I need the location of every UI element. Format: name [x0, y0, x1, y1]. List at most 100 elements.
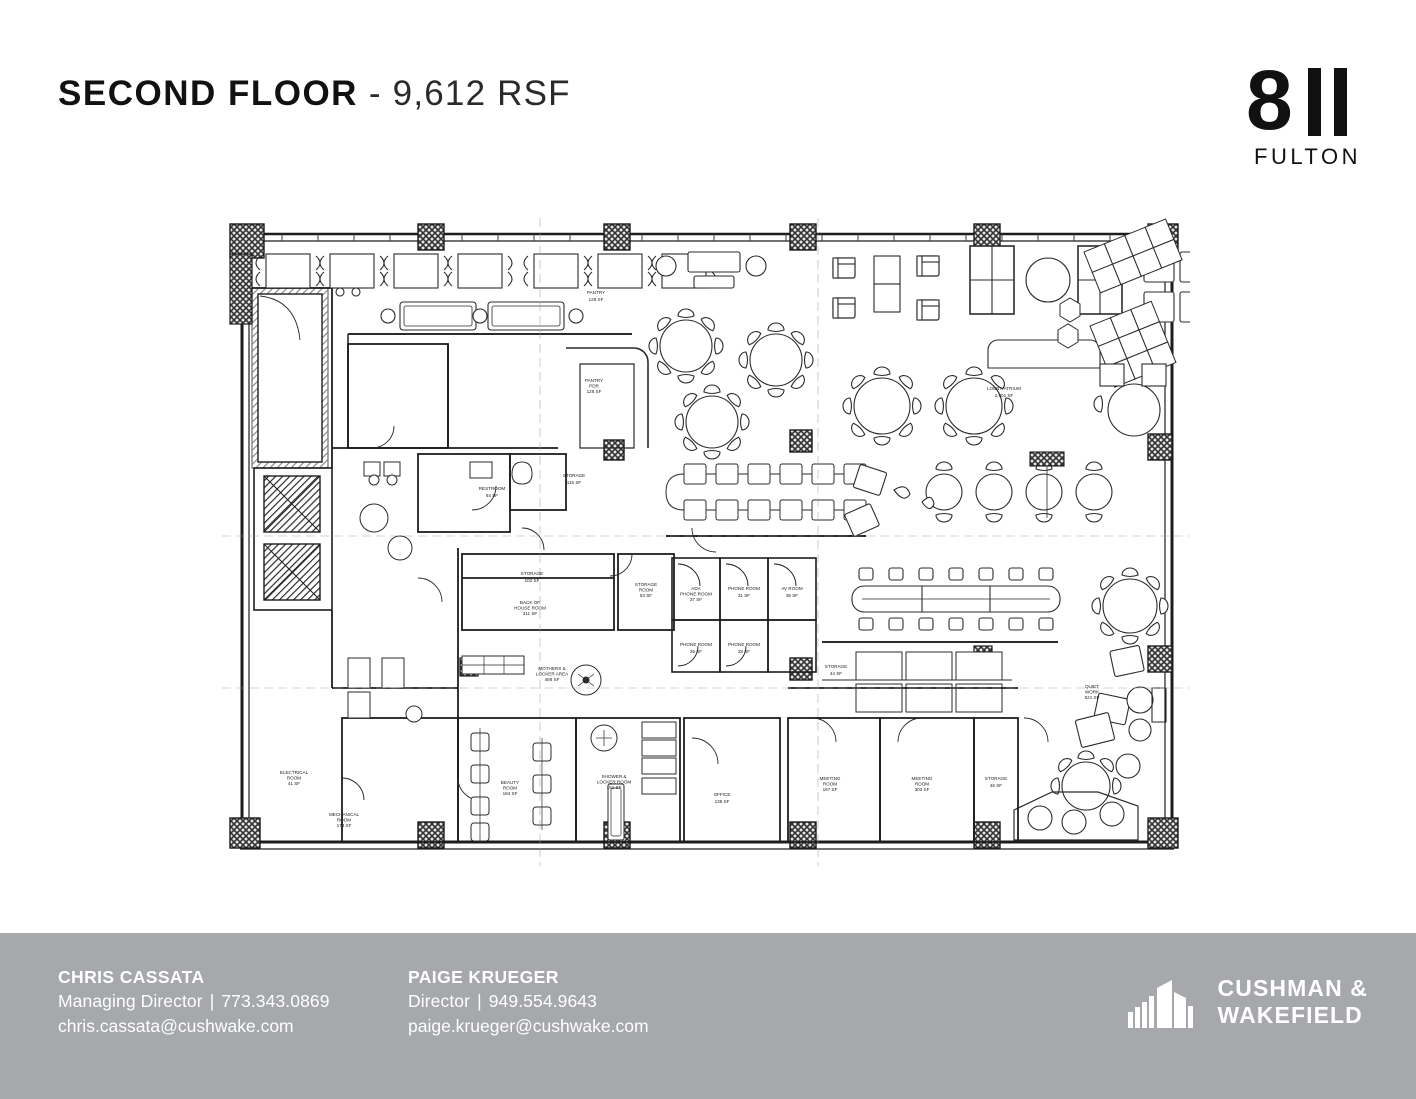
logo-digit-eight: 8 [1246, 53, 1293, 147]
svg-text:53 SF: 53 SF [640, 593, 652, 598]
cw-building-icon [1127, 980, 1193, 1028]
svg-text:102 SF: 102 SF [525, 578, 540, 583]
svg-text:38 SF: 38 SF [786, 593, 798, 598]
cw-wordmark: CUSHMAN & WAKEFIELD [1218, 975, 1368, 1029]
shower-locker-fixtures [590, 721, 677, 841]
contact-role-phone: Director|949.554.9643 [408, 989, 758, 1014]
svg-text:STORAGE: STORAGE [521, 571, 543, 576]
room-label: STORAGE 44 SF [825, 664, 847, 676]
contact-email[interactable]: paige.krueger@cushwake.com [408, 1016, 649, 1036]
logo-bar-one [1308, 68, 1321, 136]
communal-table [851, 567, 1061, 631]
svg-text:46 SF: 46 SF [990, 783, 1002, 788]
logo-mark: 8 [1246, 53, 1366, 147]
room-label: LOBBY/ATRIUM 2,801 SF [987, 386, 1021, 398]
svg-text:41 SF: 41 SF [288, 781, 300, 786]
open-workstations [665, 463, 867, 537]
contact-role-phone: Managing Director | 773.343.0869 [58, 989, 408, 1014]
grid-lines [222, 218, 1190, 866]
cushman-wakefield-logo: CUSHMAN & WAKEFIELD [1127, 975, 1368, 1029]
svg-text:173 SF: 173 SF [337, 823, 352, 828]
svg-text:128 SF: 128 SF [589, 297, 604, 302]
page-title-area: - 9,612 RSF [357, 74, 571, 113]
round-conference-tables [648, 251, 814, 460]
room-label: STORAGE 46 SF [985, 776, 1007, 788]
logo-bar-two [1334, 68, 1347, 136]
contact-name: CHRIS CASSATA [58, 967, 205, 987]
building-logo: 8 FULTON [1246, 53, 1366, 174]
svg-text:126 SF: 126 SF [587, 389, 602, 394]
room-label: STORAGE 102 SF [521, 571, 543, 583]
svg-text:PHONE ROOM: PHONE ROOM [728, 586, 760, 591]
phone-rooms [671, 557, 817, 673]
svg-text:31 SF: 31 SF [738, 593, 750, 598]
lobby-round-tables [842, 363, 1169, 645]
cw-wordmark-line1: CUSHMAN & [1217, 975, 1368, 1001]
svg-text:184 SF: 184 SF [503, 791, 518, 796]
contact-phone[interactable]: 773.343.0869 [221, 991, 330, 1011]
contact-chris-cassata: CHRIS CASSATA Managing Director | 773.343.… [58, 966, 408, 1039]
contact-name: PAIGE KRUEGER [408, 967, 559, 987]
svg-text:PHONE ROOM: PHONE ROOM [728, 642, 760, 647]
svg-text:AV ROOM: AV ROOM [781, 586, 803, 591]
room-label: PHONE ROOM 31 SF [728, 586, 760, 598]
page-title: SECOND FLOOR - 9,612 RSF [58, 74, 571, 114]
svg-text:167 SF: 167 SF [823, 787, 838, 792]
svg-text:OFFICE: OFFICE [714, 792, 731, 797]
interior-walls-left [332, 343, 781, 843]
contact-role: Managing Director [58, 991, 203, 1011]
page-footer: CHRIS CASSATA Managing Director | 773.343.… [0, 933, 1416, 1099]
svg-text:28 SF: 28 SF [738, 649, 750, 654]
svg-text:MOTHERS &LOCKER AREA: MOTHERS &LOCKER AREA [536, 666, 569, 676]
cw-wordmark-line2: WAKEFIELD [1217, 1002, 1363, 1028]
svg-text:303 SF: 303 SF [915, 787, 930, 792]
elevator-core [251, 287, 333, 688]
contact-email[interactable]: chris.cassata@cushwake.com [58, 1016, 294, 1036]
mothers-locker-symbol [570, 664, 602, 696]
svg-text:44 SF: 44 SF [830, 671, 842, 676]
cafe-tables [844, 451, 1113, 537]
svg-text:PHONE ROOM: PHONE ROOM [680, 642, 712, 647]
logo-wordmark: FULTON [1254, 144, 1361, 169]
svg-text:115 SF: 115 SF [567, 480, 582, 485]
contact-phone[interactable]: 949.554.9643 [488, 991, 597, 1011]
room-label: AV ROOM 38 SF [781, 586, 803, 598]
contact-separator: | [477, 991, 482, 1011]
svg-text:2,801 SF: 2,801 SF [995, 393, 1014, 398]
svg-text:521 SF: 521 SF [1085, 695, 1100, 700]
svg-text:STORAGE: STORAGE [985, 776, 1007, 781]
beauty-room-stations [470, 728, 552, 842]
svg-text:LOBBY/ATRIUM: LOBBY/ATRIUM [987, 386, 1021, 391]
quiet-work-lounge [1013, 644, 1167, 841]
misc-fixtures [347, 461, 533, 723]
contact-paige-krueger: PAIGE KRUEGER Director|949.554.9643 paig… [408, 966, 758, 1039]
contact-separator: | [209, 991, 215, 1011]
svg-text:486 SF: 486 SF [545, 677, 560, 682]
svg-text:STORAGE: STORAGE [825, 664, 847, 669]
room-label: PHONE ROOM 28 SF [728, 642, 760, 654]
